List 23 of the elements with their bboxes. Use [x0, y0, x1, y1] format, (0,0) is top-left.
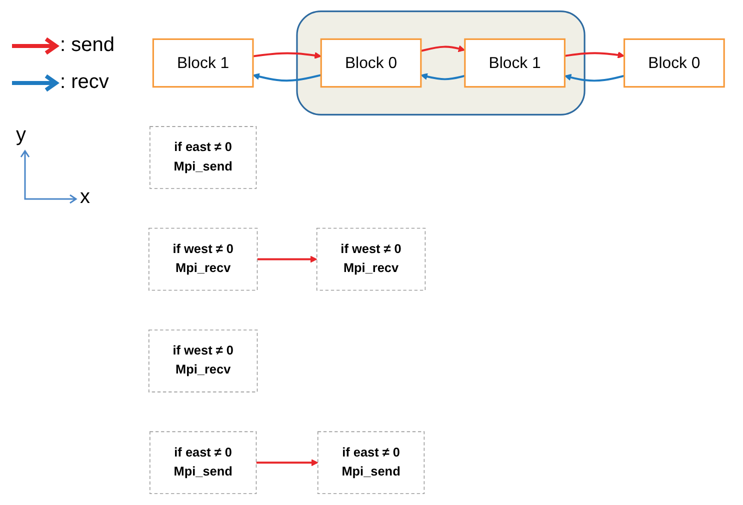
arrow [252, 73, 322, 82]
node-box: if east ≠ 0 Mpi_send [150, 431, 257, 494]
arrow [420, 45, 466, 52]
arrow [564, 52, 625, 58]
node-box: Block 0 [320, 38, 422, 88]
node-box: Block 1 [464, 38, 566, 88]
node-box: if west ≠ 0 Mpi_recv [148, 330, 258, 392]
axis-label: y [16, 124, 26, 147]
arrow [420, 73, 466, 80]
arrow [257, 256, 318, 263]
legend-text: : recv [60, 71, 109, 94]
cluster [296, 10, 586, 116]
legend-text: : send [60, 34, 114, 57]
arrow [252, 52, 322, 59]
node-box: if west ≠ 0 Mpi_recv [316, 228, 426, 291]
node-box: if east ≠ 0 Mpi_send [317, 431, 425, 494]
node-box: if west ≠ 0 Mpi_recv [148, 228, 258, 291]
node-box: Block 0 [624, 38, 725, 88]
axis-label: x [80, 186, 90, 209]
node-box: Block 1 [152, 38, 254, 88]
arrow [564, 74, 625, 82]
node-box: if east ≠ 0 Mpi_send [150, 126, 257, 189]
arrow [256, 459, 318, 466]
